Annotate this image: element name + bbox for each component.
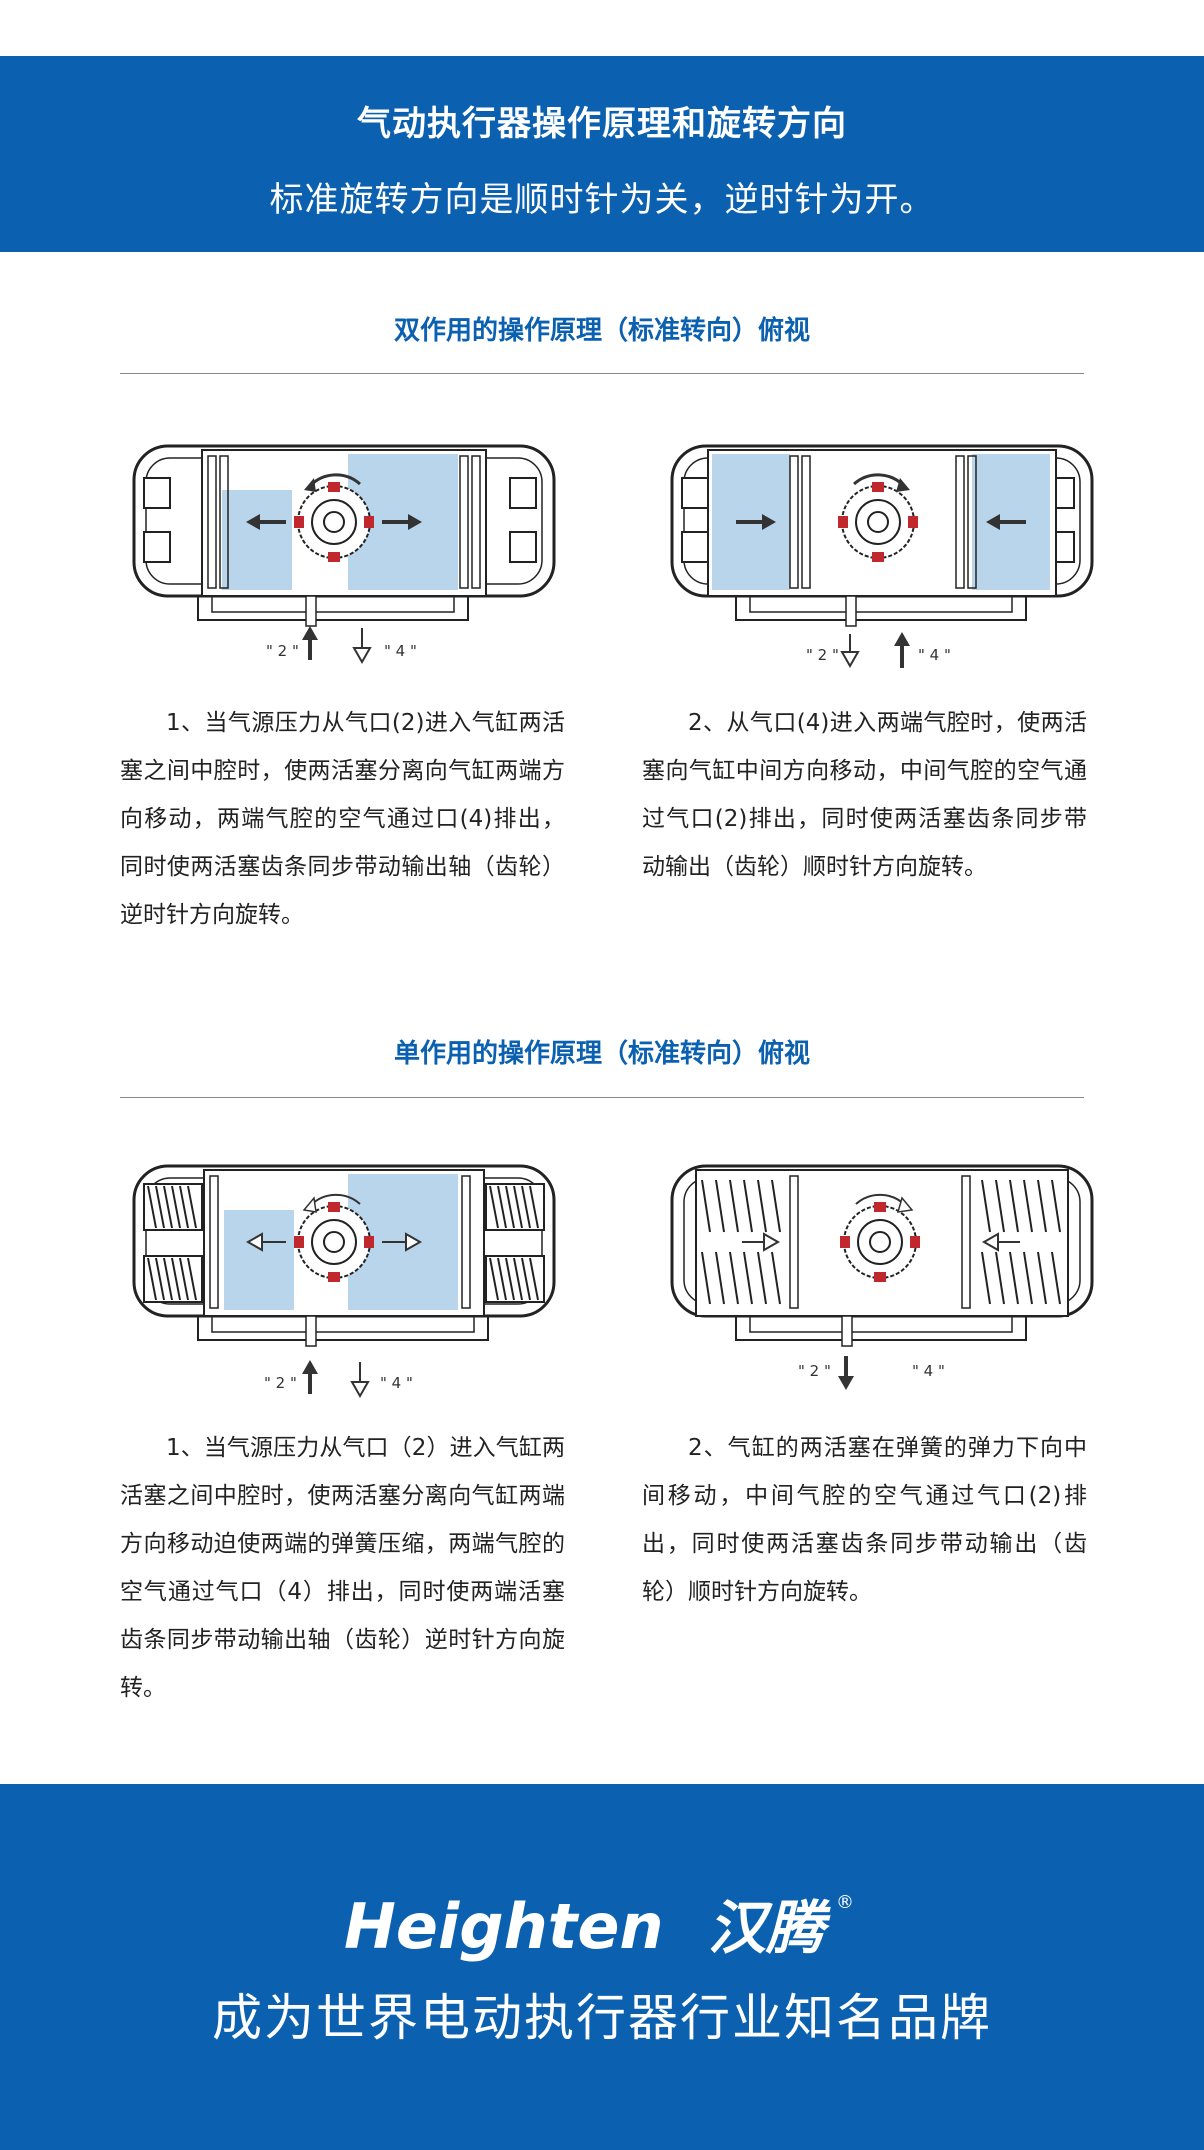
brand-slogan: 成为世界电动执行器行业知名品牌: [212, 1989, 992, 2047]
port-4-label: " 4 ": [912, 1362, 945, 1380]
section-divider: [120, 373, 1084, 374]
port-2-label: " 2 ": [264, 1374, 297, 1392]
diagram-single-acting-1: " 2 " " 4 ": [132, 1164, 556, 1399]
bottom-banner: Heighten 汉腾 ® 成为世界电动执行器行业知名品牌: [0, 1784, 1204, 2150]
top-banner: 气动执行器操作原理和旋转方向 标准旋转方向是顺时针为关，逆时针为开。: [0, 56, 1204, 252]
section-title-double-acting: 双作用的操作原理（标准转向）俯视: [393, 316, 810, 346]
brand-logo: Heighten 汉腾 ®: [344, 1890, 854, 1963]
section-title-single-acting: 单作用的操作原理（标准转向）俯视: [393, 1039, 810, 1069]
port-2-label: " 2 ": [806, 646, 839, 664]
port-2-label: " 2 ": [266, 642, 299, 660]
paragraph-double-acting-1: 1、当气源压力从气口(2)进入气缸两活塞之间中腔时，使两活塞分离向气缸两端方向移…: [120, 710, 565, 928]
registered-mark: ®: [836, 1892, 854, 1913]
page-subtitle: 标准旋转方向是顺时针为关，逆时针为开。: [269, 180, 935, 220]
paragraph-single-acting-1: 1、当气源压力从气口（2）进入气缸两活塞之间中腔时，使两活塞分离向气缸两端方向移…: [120, 1435, 565, 1701]
section-divider: [120, 1097, 1084, 1098]
page-title: 气动执行器操作原理和旋转方向: [357, 104, 847, 144]
logo-text: Heighten: [344, 1890, 664, 1963]
port-4-label: " 4 ": [384, 642, 417, 660]
diagram-single-acting-2: " 2 " " 4 ": [670, 1164, 1094, 1390]
paragraph-single-acting-2: 2、气缸的两活塞在弹簧的弹力下向中间移动，中间气腔的空气通过气口(2)排出，同时…: [642, 1435, 1087, 1605]
port-2-label: " 2 ": [798, 1362, 831, 1380]
diagram-double-acting-2: " 2 " " 4 ": [670, 444, 1094, 669]
diagram-double-acting-1: " 2 " " 4 ": [132, 444, 556, 665]
port-4-label: " 4 ": [380, 1374, 413, 1392]
logo-cn: 汉腾: [708, 1894, 831, 1962]
port-4-label: " 4 ": [918, 646, 951, 664]
paragraph-double-acting-2: 2、从气口(4)进入两端气腔时，使两活塞向气缸中间方向移动，中间气腔的空气通过气…: [642, 710, 1087, 880]
